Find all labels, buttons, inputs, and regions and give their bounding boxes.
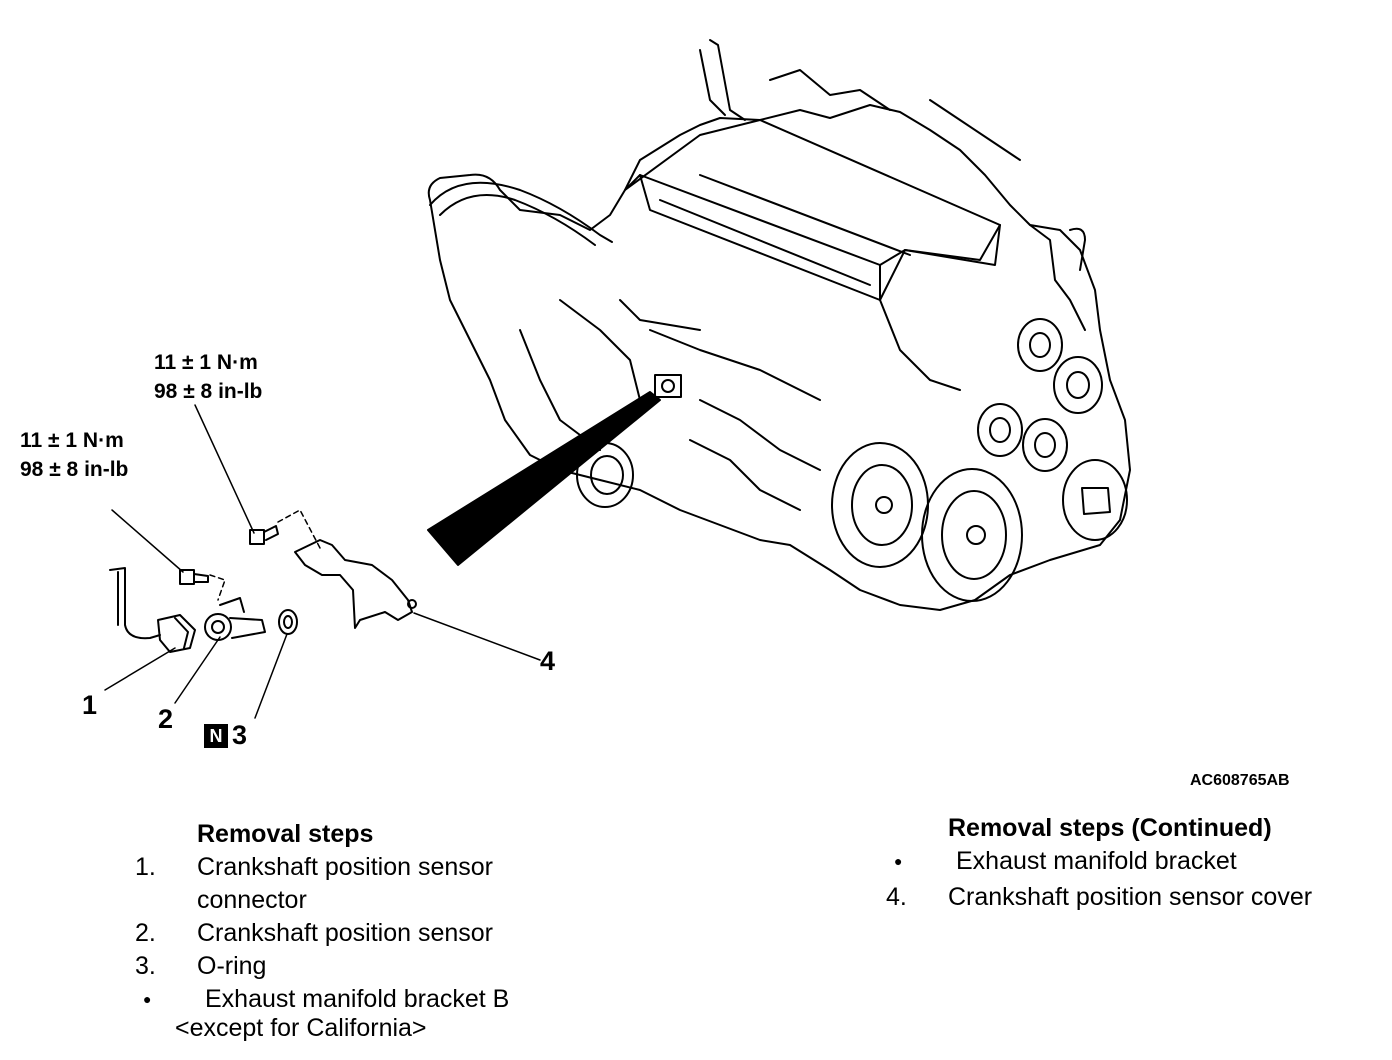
step-text: Crankshaft position sensor cover <box>948 883 1313 911</box>
sensor-connector-harness <box>109 567 196 653</box>
step-note: <except for California> <box>175 1014 427 1042</box>
crankshaft-position-sensor <box>204 597 266 641</box>
torque-nm: 11 ± 1 N·m <box>154 351 258 374</box>
step-text: Exhaust manifold bracket B <box>205 985 510 1013</box>
removal-steps-heading: Removal steps <box>197 820 374 848</box>
step-2: 2. Crankshaft position sensor <box>135 917 509 950</box>
torque-nm: 11 ± 1 N·m <box>20 429 124 452</box>
bullet-icon: ● <box>143 991 152 1007</box>
step-text: O-ring <box>197 952 267 980</box>
crank-pulley-assembly <box>831 442 1023 602</box>
torque-label-lower: 11 ± 1 N·m 98 ± 8 in-lb <box>20 426 128 484</box>
sensor-cover-bracket <box>294 539 417 629</box>
step-bullet: ● Exhaust manifold bracket <box>886 845 1312 878</box>
step-1: 1. Crankshaft position sensor <box>135 851 509 884</box>
step-text: Crankshaft position sensor <box>197 853 493 881</box>
step-number: 3. <box>135 952 156 980</box>
callout-1: 1 <box>82 690 98 720</box>
callout-4: 4 <box>540 646 556 676</box>
step-1-continued: connector <box>135 884 509 917</box>
figure-id: AC608765AB <box>1190 772 1290 789</box>
step-text: Exhaust manifold bracket <box>956 847 1237 875</box>
step-number: 1. <box>135 853 156 881</box>
step-text: connector <box>197 886 307 914</box>
torque-label-upper: 11 ± 1 N·m 98 ± 8 in-lb <box>154 348 262 406</box>
step-text: Crankshaft position sensor <box>197 919 493 947</box>
removal-steps-left: Removal steps 1. Crankshaft position sen… <box>135 818 509 1045</box>
bolt-sensor <box>179 569 209 585</box>
bolt-cover <box>249 525 279 545</box>
o-ring <box>278 609 298 635</box>
leader-lines <box>104 404 541 719</box>
step-number: 4. <box>886 883 907 911</box>
removal-steps-heading: Removal steps (Continued) <box>948 814 1272 842</box>
alignment-dashes <box>209 509 321 601</box>
callout-3: N 3 <box>204 720 247 751</box>
callout-2: 2 <box>158 704 174 734</box>
step-4: 4. Crankshaft position sensor cover <box>886 881 1312 914</box>
step-number: 2. <box>135 919 156 947</box>
torque-inlb: 98 ± 8 in-lb <box>154 380 263 403</box>
idler-pulleys <box>977 318 1128 541</box>
engine-exploded-diagram <box>104 39 1131 719</box>
step-bullet: ● Exhaust manifold bracket B <box>135 983 509 1016</box>
non-reusable-badge: N <box>204 723 228 748</box>
bullet-icon: ● <box>894 853 903 869</box>
engine-assembly <box>427 39 1131 611</box>
callout-3-number: 3 <box>232 720 248 750</box>
torque-inlb: 98 ± 8 in-lb <box>20 458 129 481</box>
removal-steps-right: Removal steps (Continued) ● Exhaust mani… <box>886 812 1312 914</box>
step-3: 3. O-ring <box>135 950 509 983</box>
location-pointer-arrow <box>427 391 661 566</box>
